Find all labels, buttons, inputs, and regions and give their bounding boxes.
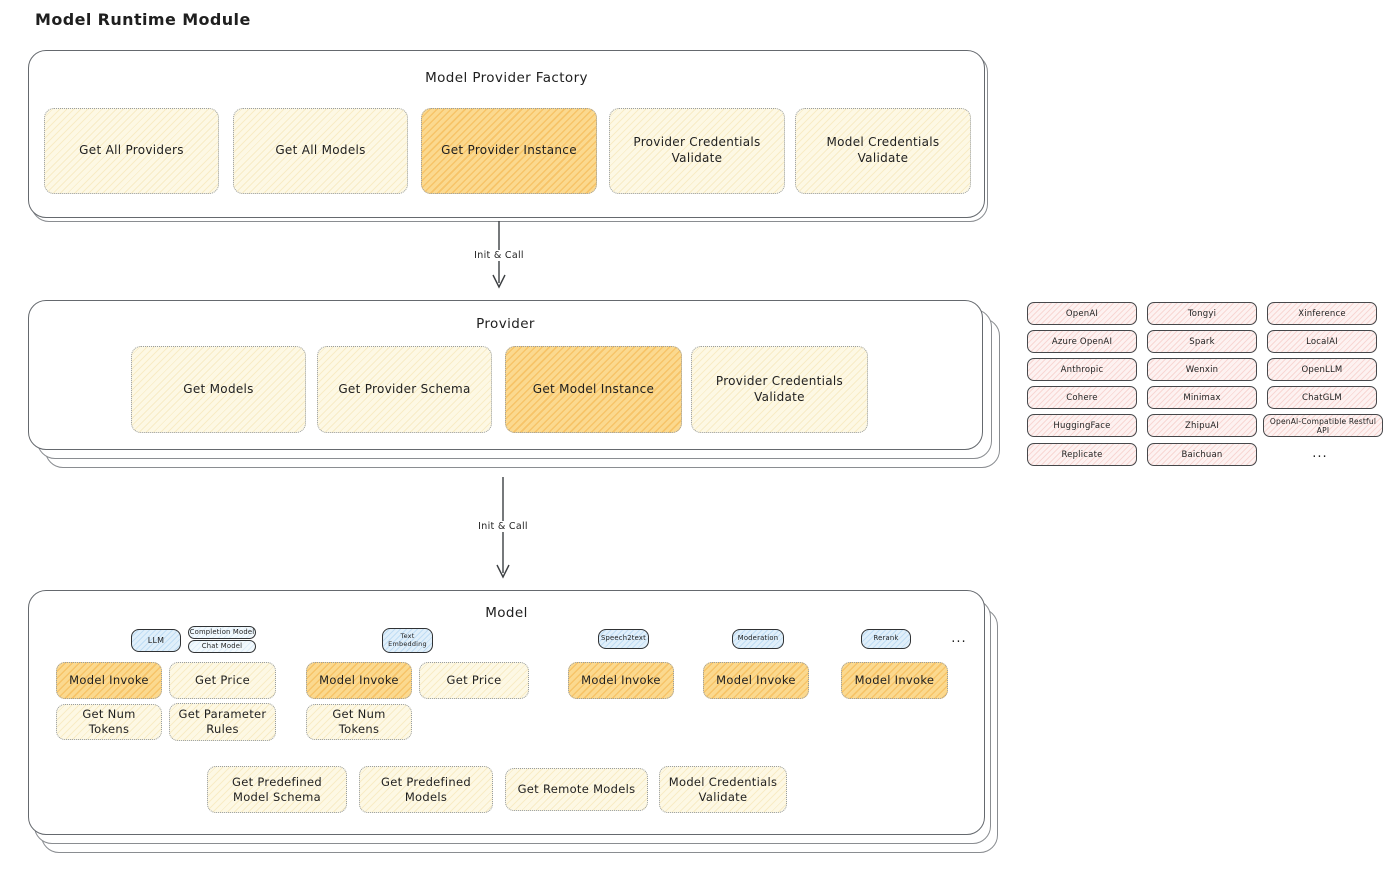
llm-get-price: Get Price bbox=[169, 662, 276, 699]
factory-container: Model Provider Factory Get All Providers… bbox=[28, 50, 985, 218]
provider-pill-azure-openai: Azure OpenAI bbox=[1027, 330, 1137, 353]
factory-model-credentials-validate: Model Credentials Validate bbox=[795, 108, 971, 194]
provider-pill-spark: Spark bbox=[1147, 330, 1257, 353]
provider-pill-openai-compatible-restful-api: OpenAI-Compatible Restful API bbox=[1263, 414, 1383, 437]
factory-title: Model Provider Factory bbox=[425, 70, 588, 86]
text-embedding-get-num-tokens: Get Num Tokens bbox=[306, 704, 412, 740]
factory-provider-credentials-validate: Provider Credentials Validate bbox=[609, 108, 785, 194]
provider-pill-anthropic: Anthropic bbox=[1027, 358, 1137, 381]
provider-container: Provider Get Models Get Provider Schema … bbox=[28, 300, 983, 450]
get-predefined-model-schema: Get Predefined Model Schema bbox=[207, 766, 347, 813]
llm-get-parameter-rules: Get Parameter Rules bbox=[169, 703, 276, 741]
provider-get-provider-schema: Get Provider Schema bbox=[317, 346, 492, 433]
factory-get-provider-instance: Get Provider Instance bbox=[421, 108, 597, 194]
get-predefined-models: Get Predefined Models bbox=[359, 766, 493, 813]
tag-rerank: Rerank bbox=[861, 629, 911, 649]
tag-chat-model: Chat Model bbox=[188, 640, 256, 653]
arrow2-label: Init & Call bbox=[474, 521, 532, 532]
provider-pill-wenxin: Wenxin bbox=[1147, 358, 1257, 381]
factory-get-all-providers: Get All Providers bbox=[44, 108, 219, 194]
provider-pill-zhipuai: ZhipuAI bbox=[1147, 414, 1257, 437]
model-tags-more: ... bbox=[951, 631, 967, 646]
llm-get-num-tokens: Get Num Tokens bbox=[56, 704, 162, 740]
provider-list-more: ... bbox=[1312, 446, 1328, 461]
provider-pill-huggingface: HuggingFace bbox=[1027, 414, 1137, 437]
provider-pill-openai: OpenAI bbox=[1027, 302, 1137, 325]
page-title: Model Runtime Module bbox=[35, 10, 251, 29]
tag-completion-model: Completion Model bbox=[188, 626, 256, 639]
provider-get-model-instance: Get Model Instance bbox=[505, 346, 682, 433]
text-embedding-model-invoke: Model Invoke bbox=[306, 662, 412, 699]
tag-llm: LLM bbox=[131, 629, 181, 652]
provider-pill-replicate: Replicate bbox=[1027, 443, 1137, 466]
model-title: Model bbox=[485, 605, 528, 621]
provider-pill-xinference: Xinference bbox=[1267, 302, 1377, 325]
provider-pill-openllm: OpenLLM bbox=[1267, 358, 1377, 381]
tag-moderation: Moderation bbox=[732, 629, 784, 649]
provider-pill-minimax: Minimax bbox=[1147, 386, 1257, 409]
speech2text-model-invoke: Model Invoke bbox=[568, 662, 674, 699]
text-embedding-get-price: Get Price bbox=[419, 662, 529, 699]
get-remote-models: Get Remote Models bbox=[505, 768, 648, 811]
provider-pill-tongyi: Tongyi bbox=[1147, 302, 1257, 325]
model-container: Model LLM Completion Model Chat Model Te… bbox=[28, 590, 985, 835]
model-credentials-validate: Model Credentials Validate bbox=[659, 766, 787, 813]
factory-get-all-models: Get All Models bbox=[233, 108, 408, 194]
provider-pill-chatglm: ChatGLM bbox=[1267, 386, 1377, 409]
provider-pill-baichuan: Baichuan bbox=[1147, 443, 1257, 466]
provider-title: Provider bbox=[476, 316, 535, 332]
provider-pill-cohere: Cohere bbox=[1027, 386, 1137, 409]
tag-speech2text: Speech2text bbox=[598, 629, 649, 649]
rerank-model-invoke: Model Invoke bbox=[841, 662, 948, 699]
moderation-model-invoke: Model Invoke bbox=[703, 662, 809, 699]
arrow1-label: Init & Call bbox=[470, 250, 528, 261]
provider-pill-localai: LocalAI bbox=[1267, 330, 1377, 353]
tag-text-embedding: Text Embedding bbox=[382, 628, 433, 653]
provider-get-models: Get Models bbox=[131, 346, 306, 433]
provider-provider-credentials-validate: Provider Credentials Validate bbox=[691, 346, 868, 433]
llm-model-invoke: Model Invoke bbox=[56, 662, 162, 699]
